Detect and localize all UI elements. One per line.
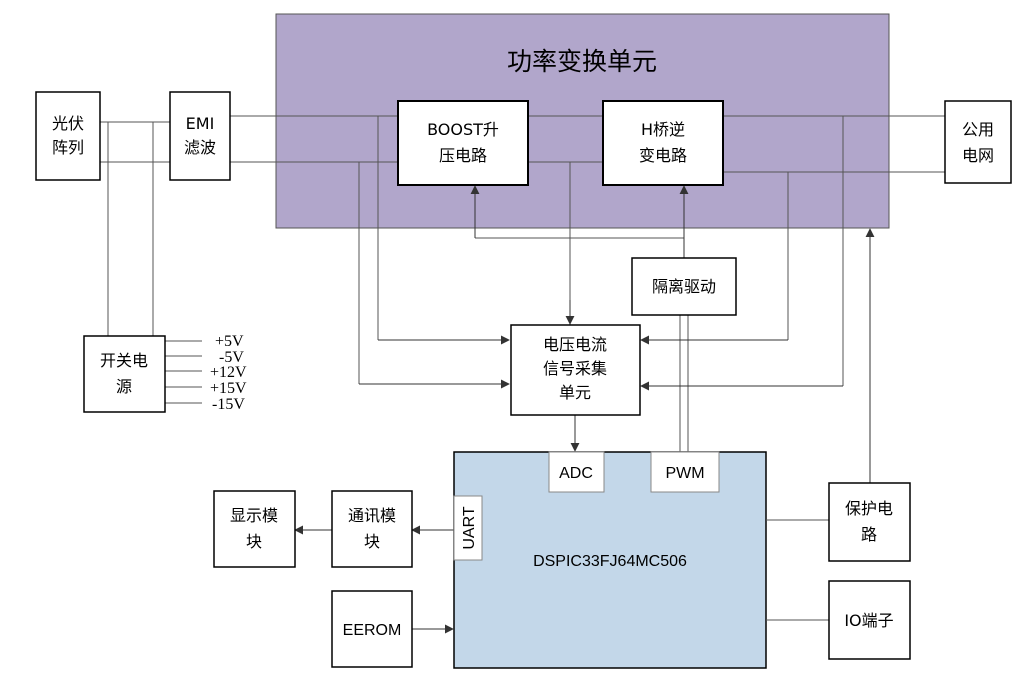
isolation-drive-block: 隔离驱动 [631, 257, 737, 316]
sampling-unit-label-3: 单元 [559, 383, 591, 402]
sampling-unit-block: 电压电流 信号采集 单元 [510, 324, 641, 416]
voltage-label: +15V [210, 380, 247, 397]
switch-power-label-2: 源 [116, 377, 132, 396]
io-port-label: IO端子 [844, 611, 893, 630]
adc-port: ADC [548, 451, 605, 493]
voltage-label: -5V [219, 349, 244, 366]
emi-filter-label-2: 滤波 [184, 138, 216, 157]
voltage-labels: +5V -5V +12V +15V -15V [210, 333, 247, 413]
voltage-label: +5V [215, 333, 244, 350]
voltage-label: +12V [210, 364, 247, 381]
h-bridge-label-2: 变电路 [639, 146, 687, 165]
sampling-unit-label-1: 电压电流 [543, 335, 607, 354]
comm-module-label-1: 通讯模 [348, 506, 396, 525]
boost-label-2: 压电路 [439, 146, 487, 165]
switch-power-label-1: 开关电 [100, 351, 148, 370]
uart-label: UART [461, 506, 478, 549]
comm-module-label-2: 块 [364, 532, 380, 551]
protection-label-2: 路 [861, 525, 877, 544]
io-port-block: IO端子 [828, 580, 911, 660]
eerom-label: EEROM [343, 622, 402, 639]
comm-module-block: 通讯模 块 [331, 490, 413, 568]
uart-port: UART [453, 495, 483, 561]
protection-label-1: 保护电 [845, 499, 893, 518]
pwm-port: PWM [650, 451, 720, 493]
pwm-label: PWM [665, 465, 704, 482]
pv-array-block: 光伏 阵列 [35, 91, 101, 181]
emi-filter-label-1: EMI [186, 114, 215, 133]
mcu-name: DSPIC33FJ64MC506 [533, 553, 687, 570]
grid-label-2: 电网 [962, 146, 994, 165]
grid-label-1: 公用 [962, 120, 994, 139]
adc-label: ADC [559, 465, 593, 482]
isolation-drive-label: 隔离驱动 [652, 277, 716, 296]
connection-lines [100, 115, 945, 621]
display-module-label-1: 显示模 [230, 506, 278, 525]
voltage-label: -15V [212, 396, 245, 413]
protection-block: 保护电 路 [828, 482, 911, 562]
emi-filter-block: EMI 滤波 [169, 91, 231, 181]
h-bridge-label-1: H桥逆 [641, 120, 685, 139]
display-module-label-2: 块 [246, 532, 262, 551]
switch-power-block: 开关电 源 [83, 335, 166, 413]
signal-arrows [294, 185, 875, 634]
h-bridge-block: H桥逆 变电路 [602, 100, 724, 186]
boost-block: BOOST升 压电路 [397, 100, 529, 186]
eerom-block: EEROM [331, 590, 413, 668]
pv-array-label-1: 光伏 [52, 114, 84, 133]
boost-label-1: BOOST升 [427, 120, 499, 139]
sampling-unit-label-2: 信号采集 [543, 359, 607, 378]
display-module-block: 显示模 块 [213, 490, 296, 568]
grid-block: 公用 电网 [944, 100, 1012, 184]
power-conversion-unit-title: 功率变换单元 [507, 47, 657, 76]
pv-array-label-2: 阵列 [52, 138, 84, 157]
